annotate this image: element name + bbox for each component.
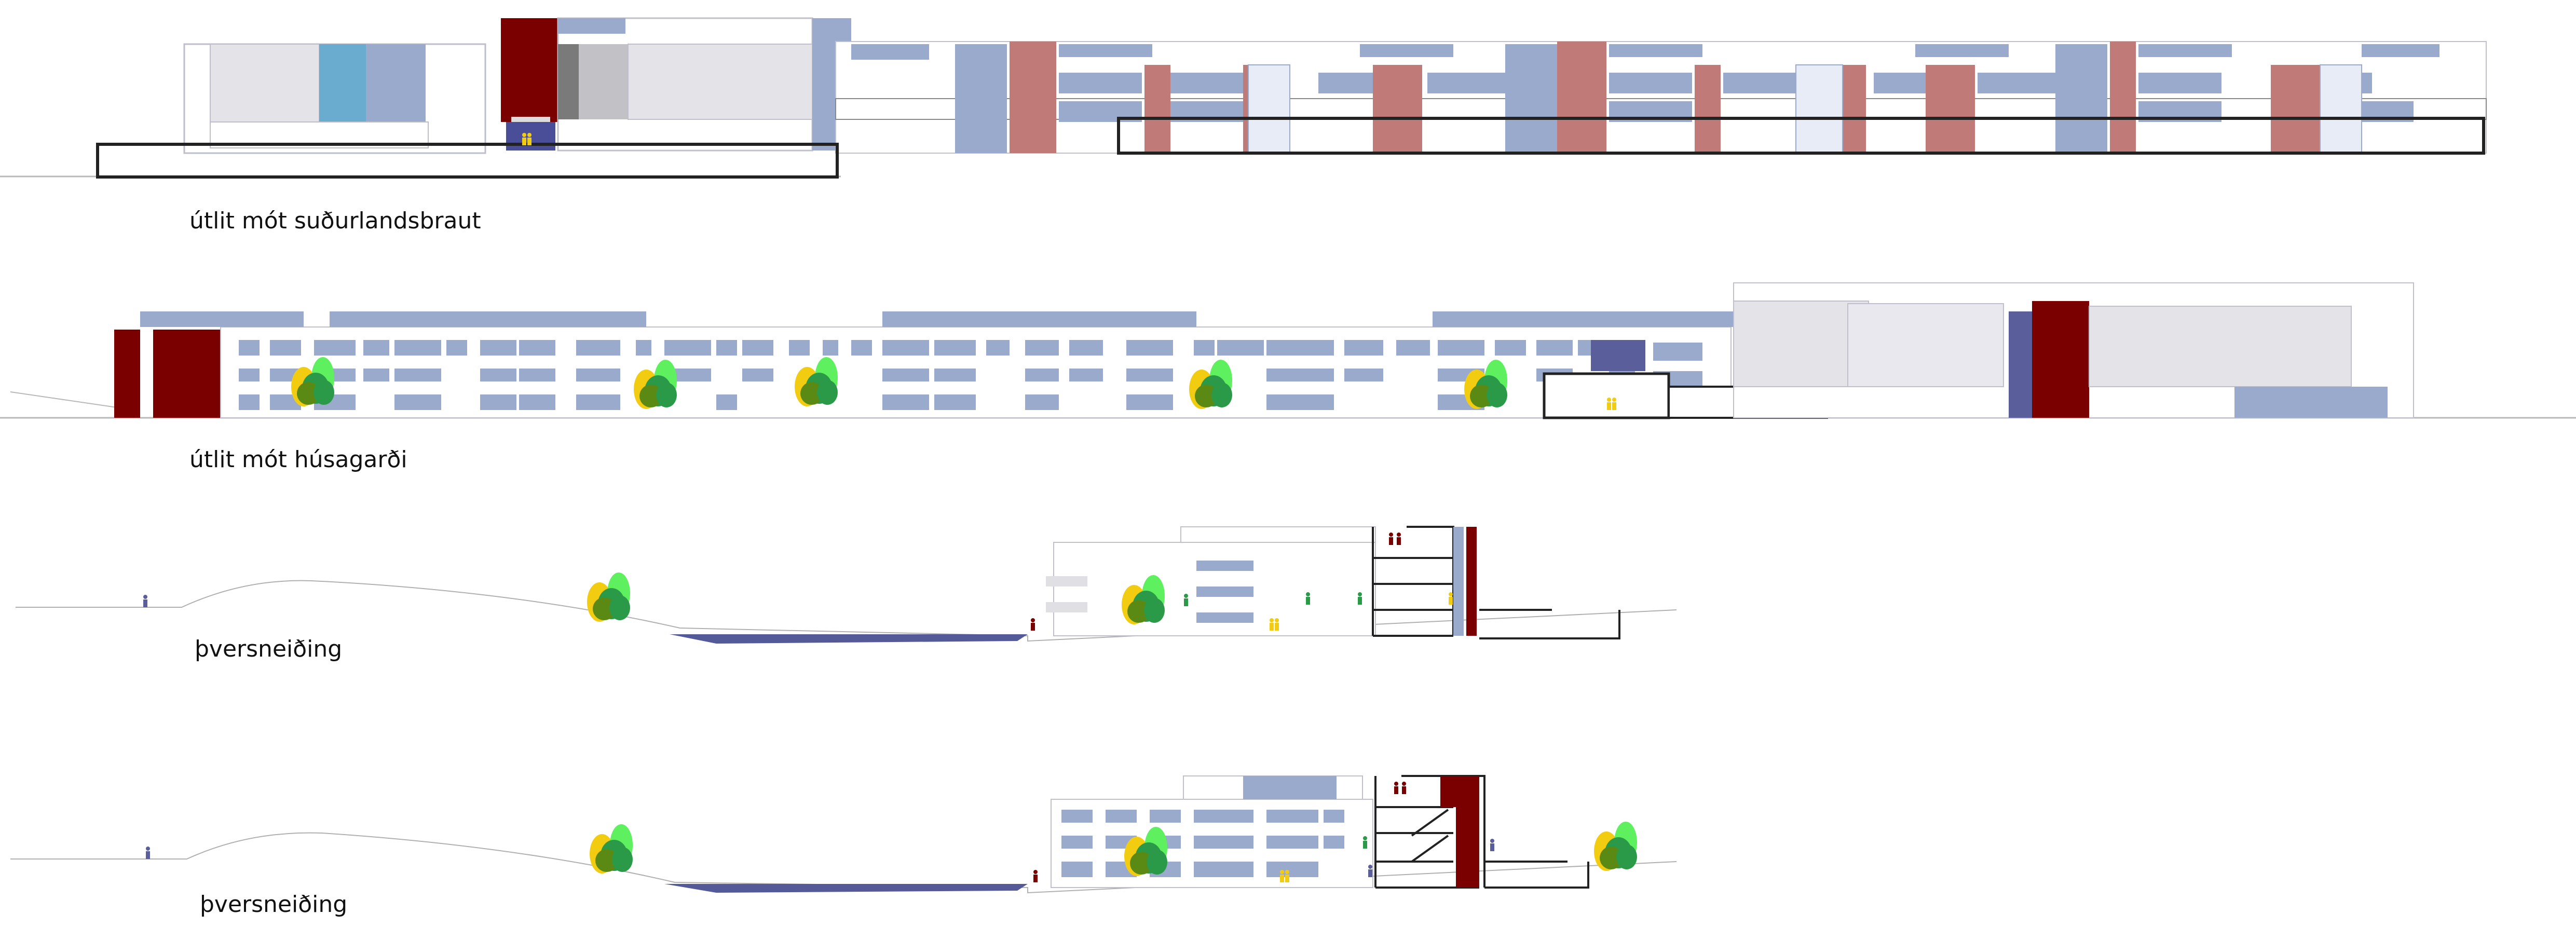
slope-line xyxy=(10,391,117,408)
long-building xyxy=(835,41,2487,154)
person-icon xyxy=(1612,398,1616,410)
person-icon xyxy=(146,847,150,859)
person-icon xyxy=(1184,594,1188,606)
person-icon xyxy=(143,595,147,607)
person-icon xyxy=(1449,592,1453,605)
section-b: þversneiðing xyxy=(10,775,1677,918)
section-a-maroon-tower xyxy=(1466,527,1477,636)
pond xyxy=(664,884,1028,893)
people xyxy=(143,133,1616,882)
tree-icon xyxy=(1464,360,1507,409)
person-icon xyxy=(1306,592,1310,605)
elevation-street: útlit mót suðurlandsbraut xyxy=(0,17,2487,234)
central-band xyxy=(558,18,625,34)
person-icon xyxy=(522,133,526,145)
section-b-cut-floors xyxy=(1374,775,1589,889)
east-maroon-tower xyxy=(2032,301,2089,418)
cyan-panel xyxy=(319,44,366,122)
central-glass xyxy=(628,44,813,120)
mid-grey-panel xyxy=(579,44,628,119)
tree-icon xyxy=(590,824,633,874)
terrain-profile xyxy=(10,832,1677,894)
person-icon xyxy=(1363,836,1367,849)
section-b-maroon-slab xyxy=(1440,776,1461,807)
courtyard-panel xyxy=(1653,343,1702,361)
section-a-upper xyxy=(1180,526,1376,543)
tree-icon xyxy=(1189,360,1232,409)
roof-bands xyxy=(140,311,1734,327)
pond xyxy=(670,634,1028,644)
person-icon xyxy=(1607,398,1611,410)
left-building-glass xyxy=(210,44,320,122)
east-glass-right xyxy=(2089,306,2352,387)
east-base-panel xyxy=(2234,387,2388,418)
person-icon xyxy=(1490,839,1494,851)
person-icon xyxy=(1394,782,1398,794)
east-glass-mid xyxy=(1847,303,2004,387)
maroon-block xyxy=(153,330,221,418)
section-a-windows xyxy=(1196,561,1253,623)
dark-blue-panel xyxy=(1591,340,1645,371)
entrance-sign xyxy=(511,117,550,122)
underground-outline-left xyxy=(96,143,839,179)
person-icon xyxy=(527,133,531,145)
dark-grey-panel xyxy=(558,44,579,119)
tree-icon xyxy=(795,357,838,406)
caption-section-a: þversneiðing xyxy=(195,636,342,662)
trees xyxy=(291,357,1637,876)
tree-icon xyxy=(634,360,677,409)
section-a-core xyxy=(1453,527,1464,636)
entrance-tower xyxy=(501,18,558,122)
tree-icon xyxy=(1594,822,1637,871)
tree-icon xyxy=(1122,575,1165,624)
ground-floor-frame xyxy=(1543,372,1670,419)
section-a-cut-floors xyxy=(1372,526,1620,639)
caption-courtyard-elevation: útlit mót húsagarði xyxy=(189,446,407,473)
tree-icon xyxy=(1124,827,1167,876)
person-icon xyxy=(1033,870,1038,882)
person-icon xyxy=(1402,782,1406,794)
caption-section-b: þversneiðing xyxy=(200,891,347,918)
person-icon xyxy=(1031,618,1035,631)
section-b-roof-panel xyxy=(1243,776,1337,799)
person-icon xyxy=(1397,533,1401,545)
section-a-grey-bands xyxy=(1046,576,1087,612)
long-building-windows xyxy=(851,44,2439,153)
rose-stair-towers xyxy=(1010,42,2320,153)
tree-icon xyxy=(587,572,630,622)
elevation-courtyard: útlit mót húsagarði xyxy=(0,282,2576,473)
person-icon xyxy=(1389,533,1393,545)
section-a: þversneiðing xyxy=(16,526,1677,662)
person-icon xyxy=(1368,865,1372,877)
east-stair-panels xyxy=(2009,311,2035,418)
person-icon xyxy=(1270,618,1274,631)
person-icon xyxy=(1358,592,1362,605)
caption-street-elevation: útlit mót suðurlandsbraut xyxy=(189,208,481,234)
tree-icon xyxy=(291,357,334,406)
left-building-panel xyxy=(366,44,426,122)
person-icon xyxy=(1280,870,1284,882)
underground-outline-right xyxy=(1117,117,2485,155)
person-icon xyxy=(1275,618,1279,631)
person-icon xyxy=(1285,870,1289,882)
maroon-block-left xyxy=(114,330,140,418)
